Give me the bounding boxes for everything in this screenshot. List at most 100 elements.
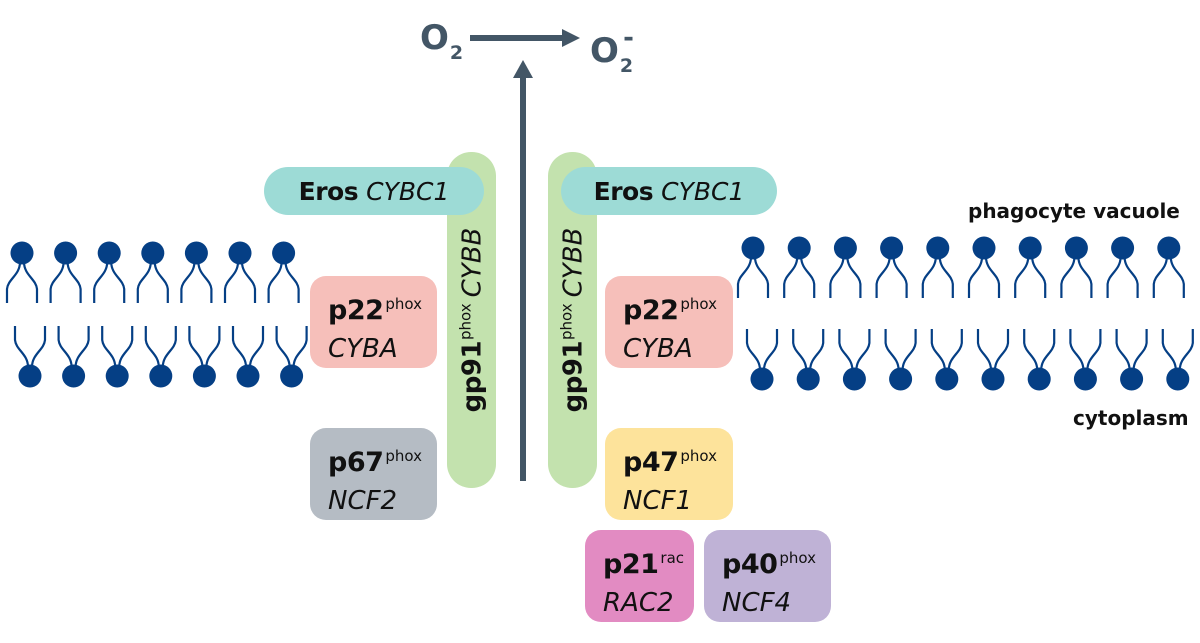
lipid-tail [967,256,984,298]
lipid-tail [1060,256,1076,298]
lipid-tail [884,329,900,371]
lipid-head [236,364,260,388]
lipid-head [184,241,208,265]
lipid-tail [205,326,221,368]
lipid-tail [74,326,90,368]
lipid-tail [1077,256,1093,298]
region-label-cytoplasm: cytoplasm [1073,406,1189,430]
lipid-molecule [745,329,779,391]
lipid-head [18,364,42,388]
lipid-head [1064,236,1088,260]
lipid-molecule [792,329,825,391]
p22-gene: CYBA [623,334,693,364]
lipid-tail [13,326,30,368]
lipid-head [1111,236,1135,260]
lipid-tail [1014,256,1030,298]
lipid-tail [180,261,196,303]
p47-sup: phox [680,447,718,465]
lipid-tail [1106,256,1122,298]
lipid-tail [153,261,169,303]
lipid-tail [1132,329,1148,371]
arrow-head-horizontal [562,29,580,47]
lipid-tail [231,326,248,368]
lipid-molecule [267,241,300,303]
lipid-tail [57,326,73,368]
lipid-tail [930,329,946,371]
lipid-head [272,241,296,265]
lipid-molecule [875,236,908,298]
p21-sup: rac [660,549,685,567]
gp91-sup: phox [557,303,575,340]
p40-sup: phox [779,549,817,567]
p67-sup: phox [385,447,423,465]
lipid-tail [753,256,770,298]
electron-flow-arrow [513,60,533,481]
lipid-tail [197,261,213,303]
lipid-head [10,241,34,265]
lipid-molecule [1060,236,1093,298]
gp91-gene: CYBB [558,227,588,298]
lipid-head [141,241,165,265]
lipid-tail [1115,329,1131,371]
lipid-head [54,241,78,265]
lipid-molecule [223,241,257,303]
lipid-tail [838,329,854,371]
lipid-tail [745,329,762,371]
region-label-vacuole: phagocyte vacuole [968,199,1180,223]
lipid-tail [267,261,283,303]
lipid-tail [93,261,109,303]
lipid-molecule [49,241,82,303]
p40-gene: NCF4 [722,588,792,618]
gp91-sup: phox [456,303,474,340]
lipid-head [842,367,866,391]
lipid-tail [240,261,257,303]
lipid-head [889,367,913,391]
lipid-molecule [1023,329,1056,391]
reactant-subscript: 2 [449,42,464,64]
lipid-head [1157,236,1181,260]
lipid-tail [976,329,993,371]
lipid-tail [762,329,779,371]
lipid-head [1018,236,1042,260]
lipid-tail [993,329,1010,371]
eros-gene: CYBC1 [661,176,745,206]
p22-gene: CYBA [328,334,398,364]
lipid-tail [1023,329,1039,371]
eros-name: Eros [298,176,359,206]
eros-gene: CYBC1 [366,176,450,206]
reaction-arrow [470,29,580,47]
lipid-molecule [921,236,954,298]
eros-name: Eros [593,176,654,206]
lipid-group-right [736,236,1194,391]
product-subscript: 2 [619,55,634,77]
lipid-molecule [180,241,213,303]
gp91-name: gp91 [558,340,588,413]
lipid-head [192,364,216,388]
lipid-molecule [967,236,1001,298]
lipid-molecule [976,329,1010,391]
lipid-tail [101,326,117,368]
p21-name: p21 [603,549,659,580]
gp91-label-left: gp91phoxCYBB [456,228,487,413]
lipid-tail [938,256,954,298]
lipid-tail [792,329,808,371]
lipid-tail [66,261,82,303]
p21-gene: RAC2 [603,588,674,618]
p47-name: p47 [623,447,679,478]
lipid-tail [1069,329,1085,371]
lipid-head [981,367,1005,391]
lipid-head [97,241,121,265]
lipid-molecule [930,329,963,391]
lipid-molecule [829,236,862,298]
lipid-head [280,364,304,388]
lipid-molecule [783,236,816,298]
